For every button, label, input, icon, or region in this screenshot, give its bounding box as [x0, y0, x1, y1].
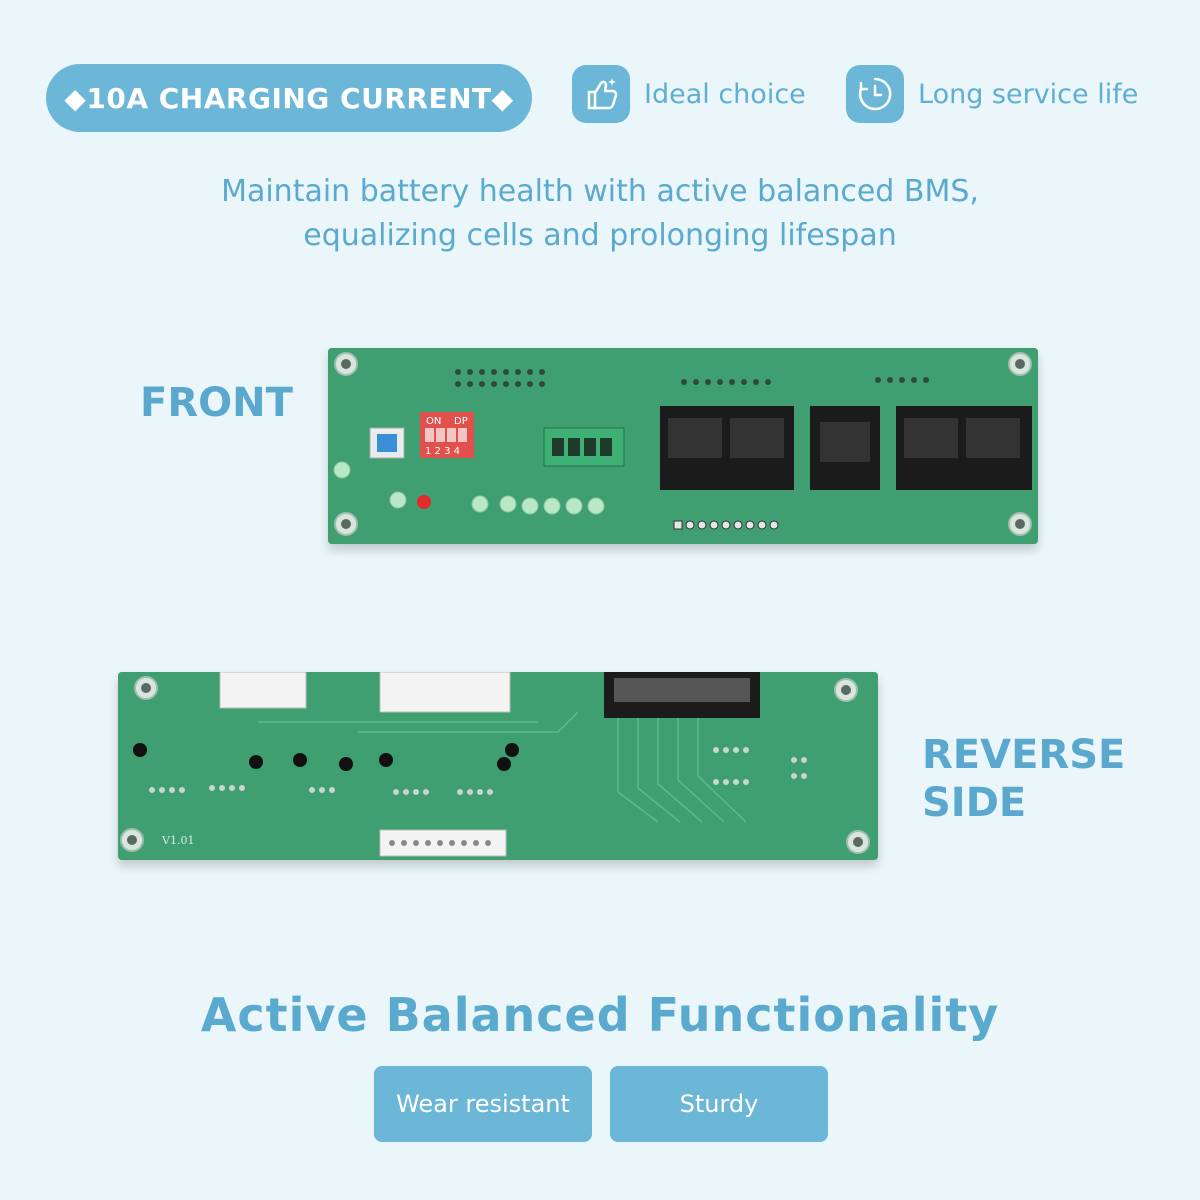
reverse-board-drawing: V1.01 [118, 672, 878, 860]
dip-on-label: ON [426, 416, 441, 427]
reverse-board-image: V1.01 [118, 672, 878, 860]
feature-label: Ideal choice [644, 78, 806, 110]
dip-numbers-label: 1 2 3 4 [425, 446, 460, 457]
reverse-label-line-2: SIDE [922, 780, 1027, 826]
front-board-drawing: ON DP 1 2 3 4 [328, 348, 1038, 544]
board-version-label: V1.01 [161, 834, 194, 847]
wear-resistant-button[interactable]: Wear resistant [374, 1066, 592, 1142]
sturdy-button[interactable]: Sturdy [610, 1066, 828, 1142]
feature-label: Long service life [918, 78, 1139, 110]
clock-icon [846, 65, 904, 123]
subtitle-line-1: Maintain battery health with active bala… [221, 174, 979, 209]
section-heading: Active Balanced Functionality [200, 988, 1000, 1042]
front-board-image: ON DP 1 2 3 4 [328, 348, 1038, 544]
dip-dp-label: DP [454, 416, 468, 427]
charging-current-badge: ◆10A CHARGING CURRENT◆ [46, 64, 532, 132]
thumbs-up-icon [572, 65, 630, 123]
feature-ideal-choice: Ideal choice [572, 64, 806, 124]
front-label: FRONT [140, 380, 293, 426]
reverse-label-line-1: REVERSE [922, 732, 1126, 778]
subtitle-line-2: equalizing cells and prolonging lifespan [303, 218, 897, 253]
feature-long-service-life: Long service life [846, 64, 1138, 124]
